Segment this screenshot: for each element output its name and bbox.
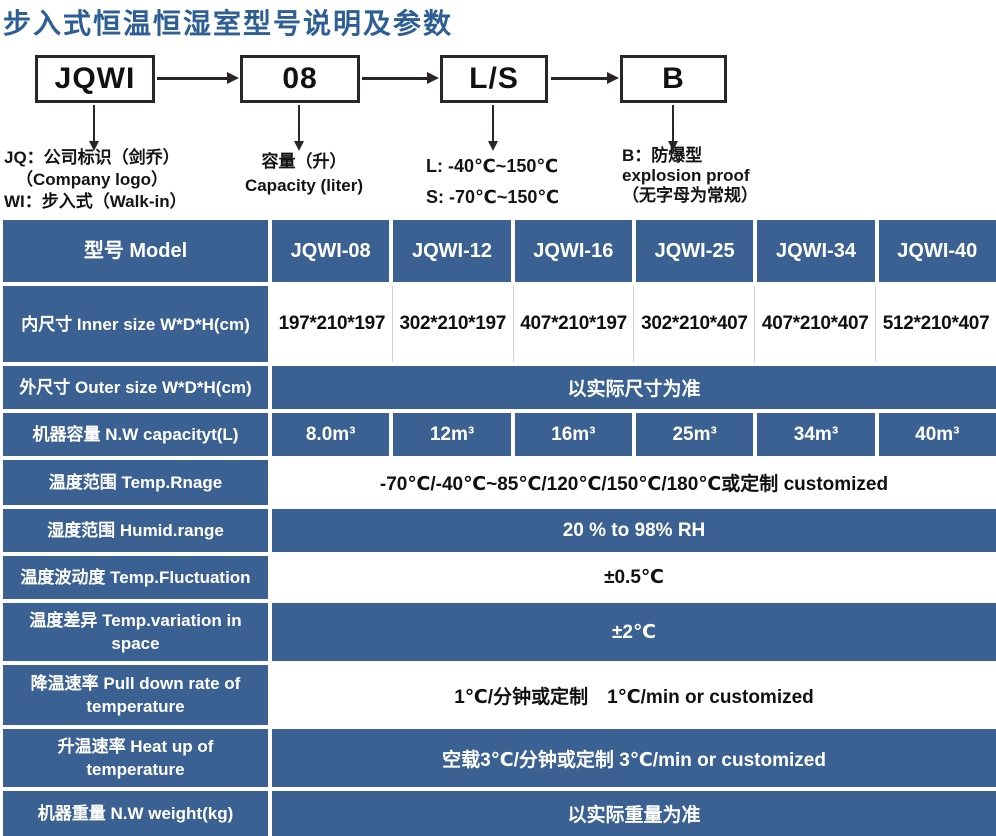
note-line: JQ：公司标识（剑乔）: [4, 148, 180, 167]
note-line: Capacity (liter): [244, 176, 364, 195]
weight-value: 以实际重量为准: [272, 791, 996, 836]
arrow-down-icon: [488, 105, 498, 151]
arrow-down-icon: [668, 105, 678, 151]
table-row-pull-down-rate: 降温速率 Pull down rate of temperature 1℃/分钟…: [3, 665, 996, 725]
arrow-right-icon: [551, 72, 619, 84]
arrow-right-icon: [362, 72, 439, 84]
model-cell: JQWI-16: [514, 220, 632, 282]
inner-size-cell: 302*210*407: [633, 286, 755, 362]
arrow-down-icon: [89, 105, 99, 151]
model-cell: JQWI-40: [878, 220, 996, 282]
table-row-model: 型号 Model JQWI-08 JQWI-12 JQWI-16 JQWI-25…: [3, 220, 996, 282]
capacity-cell: 8.0m³: [272, 413, 390, 456]
outer-size-value: 以实际尺寸为准: [272, 366, 996, 409]
row-label-temp-variation: 温度差异 Temp.variation in space: [3, 603, 268, 661]
capacity-cell: 40m³: [878, 413, 996, 456]
table-row-temp-range: 温度范围 Temp.Rnage -70℃/-40℃~85℃/120℃/150℃/…: [3, 460, 996, 505]
note-explosion-proof: B：防爆型 explosion proof （无字母为常规）: [622, 146, 758, 206]
table-row-temp-fluctuation: 温度波动度 Temp.Fluctuation ±0.5℃: [3, 556, 996, 599]
temp-variation-value: ±2℃: [272, 603, 996, 661]
inner-size-cell: 302*210*197: [391, 286, 513, 362]
inner-size-cell: 407*210*197: [512, 286, 634, 362]
row-label-temp-range: 温度范围 Temp.Rnage: [3, 460, 268, 505]
note-capacity: 容量（升） Capacity (liter): [220, 150, 388, 198]
row-label-capacity: 机器容量 N.W capacityt(L): [3, 413, 268, 456]
row-label-inner-size: 内尺寸 Inner size W*D*H(cm): [3, 286, 268, 362]
row-label-model: 型号 Model: [3, 220, 268, 282]
note-line: S: -70℃~150℃: [426, 187, 560, 207]
row-label-weight: 机器重量 N.W weight(kg): [3, 791, 268, 836]
table-row-capacity: 机器容量 N.W capacityt(L) 8.0m³ 12m³ 16m³ 25…: [3, 413, 996, 456]
note-line: （Company logo）: [16, 170, 169, 189]
capacity-cell: 25m³: [635, 413, 754, 456]
model-cell: JQWI-12: [393, 220, 511, 282]
row-label-temp-fluctuation: 温度波动度 Temp.Fluctuation: [3, 556, 268, 599]
table-row-temp-variation: 温度差异 Temp.variation in space ±2℃: [3, 603, 996, 661]
table-row-weight: 机器重量 N.W weight(kg) 以实际重量为准: [3, 791, 996, 836]
note-line: （无字母为常规）: [622, 186, 758, 205]
row-label-heat-up-rate: 升温速率 Heat up of temperature: [3, 729, 268, 787]
model-cell: JQWI-08: [272, 220, 390, 282]
row-label-humidity: 湿度范围 Humid.range: [3, 509, 268, 552]
model-cell: JQWI-34: [757, 220, 875, 282]
arrow-right-icon: [157, 72, 239, 84]
model-cell: JQWI-25: [635, 220, 754, 282]
code-box-jqwi: JQWI: [35, 55, 155, 103]
heat-up-rate-value: 空载3℃/分钟或定制 3℃/min or customized: [272, 729, 996, 787]
table-row-heat-up-rate: 升温速率 Heat up of temperature 空载3℃/分钟或定制 3…: [3, 729, 996, 787]
inner-size-cell: 512*210*407: [875, 286, 996, 362]
note-line: B：防爆型: [622, 146, 703, 165]
code-box-capacity: 08: [240, 55, 360, 103]
arrow-down-icon: [294, 105, 304, 151]
spec-table: 型号 Model JQWI-08 JQWI-12 JQWI-16 JQWI-25…: [0, 220, 996, 836]
pull-down-rate-value: 1℃/分钟或定制 1℃/min or customized: [272, 665, 996, 725]
note-line: 容量（升）: [261, 152, 347, 171]
table-row-humidity: 湿度范围 Humid.range 20 % to 98% RH: [3, 509, 996, 552]
temp-range-value: -70℃/-40℃~85℃/120℃/150℃/180℃或定制 customiz…: [272, 460, 996, 505]
note-line: L: -40℃~150℃: [426, 156, 559, 176]
page-title: 步入式恒温恒湿室型号说明及参数: [3, 8, 454, 39]
inner-size-cell: 407*210*407: [754, 286, 876, 362]
row-label-pull-down-rate: 降温速率 Pull down rate of temperature: [3, 665, 268, 725]
capacity-cell: 12m³: [393, 413, 511, 456]
capacity-cell: 16m³: [514, 413, 632, 456]
note-line: WI：步入式（Walk-in）: [4, 192, 187, 211]
note-company-logo: JQ：公司标识（剑乔） （Company logo） WI：步入式（Walk-i…: [4, 147, 187, 213]
table-row-outer-size: 外尺寸 Outer size W*D*H(cm) 以实际尺寸为准: [3, 366, 996, 409]
capacity-cell: 34m³: [757, 413, 875, 456]
temp-fluctuation-value: ±0.5℃: [272, 556, 996, 599]
note-line: explosion proof: [622, 166, 750, 185]
note-temp-class: L: -40℃~150℃ S: -70℃~150℃: [426, 151, 559, 213]
code-box-explosion: B: [620, 55, 727, 103]
model-code-diagram: JQWI 08 L/S B JQ：公司标识（剑乔） （Company logo）…: [0, 46, 996, 220]
humidity-value: 20 % to 98% RH: [272, 509, 996, 552]
code-box-temp-class: L/S: [440, 55, 548, 103]
inner-size-cell: 197*210*197: [272, 286, 392, 362]
row-label-outer-size: 外尺寸 Outer size W*D*H(cm): [3, 366, 268, 409]
table-row-inner-size: 内尺寸 Inner size W*D*H(cm) 197*210*197 302…: [3, 286, 996, 362]
